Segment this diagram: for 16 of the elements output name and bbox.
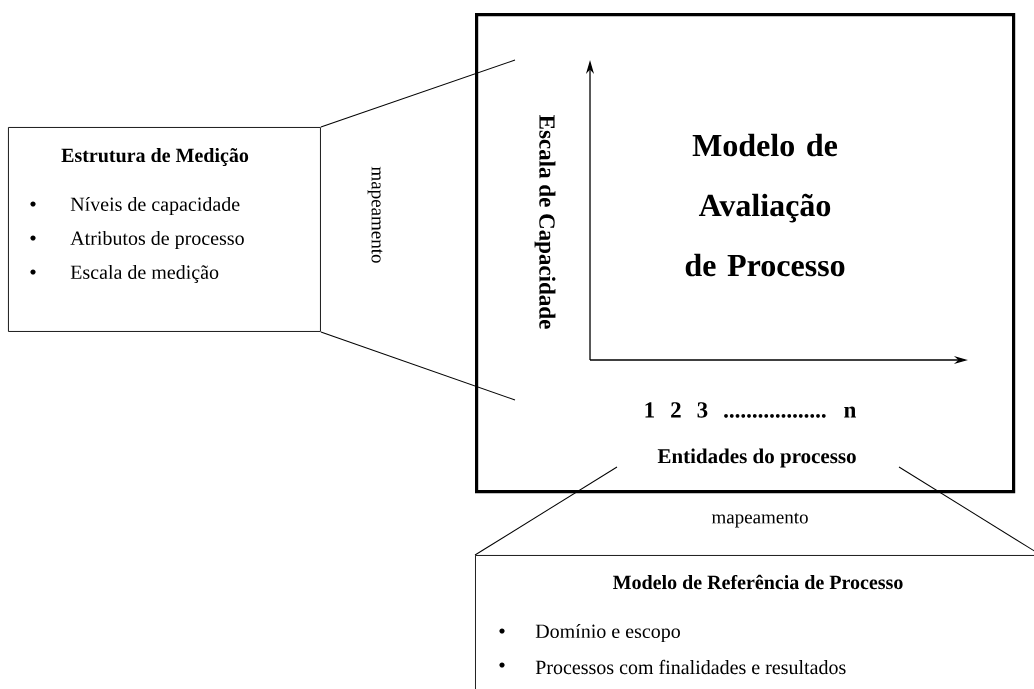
mapping-label: mapeamento: [711, 512, 808, 528]
axis-label: Escala de Capacidade: [534, 115, 556, 329]
bullet-item: Níveis de capacidade: [70, 196, 240, 216]
bullet-item: Domínio e escopo: [535, 623, 680, 643]
axis-ticks: 1 2 3 .................. n: [645, 402, 856, 418]
box-title: Modelo de Referência de Processo: [613, 574, 903, 590]
mapping-line: [320, 331, 516, 401]
bullet-item: Atributos de processo: [70, 230, 244, 250]
box-title: Estrutura de Medição: [61, 148, 249, 167]
axis-label: Entidades do processo: [657, 448, 856, 468]
model-title: Modelo de Avaliação de Processo: [685, 133, 845, 277]
bullet-item: Processos com finalidades e resultados: [535, 659, 846, 675]
bullet-item: Escala de medição: [70, 264, 219, 284]
mapping-line: [320, 59, 516, 128]
mapping-line: [474, 466, 618, 556]
mapping-label: mapeamento: [367, 166, 383, 263]
